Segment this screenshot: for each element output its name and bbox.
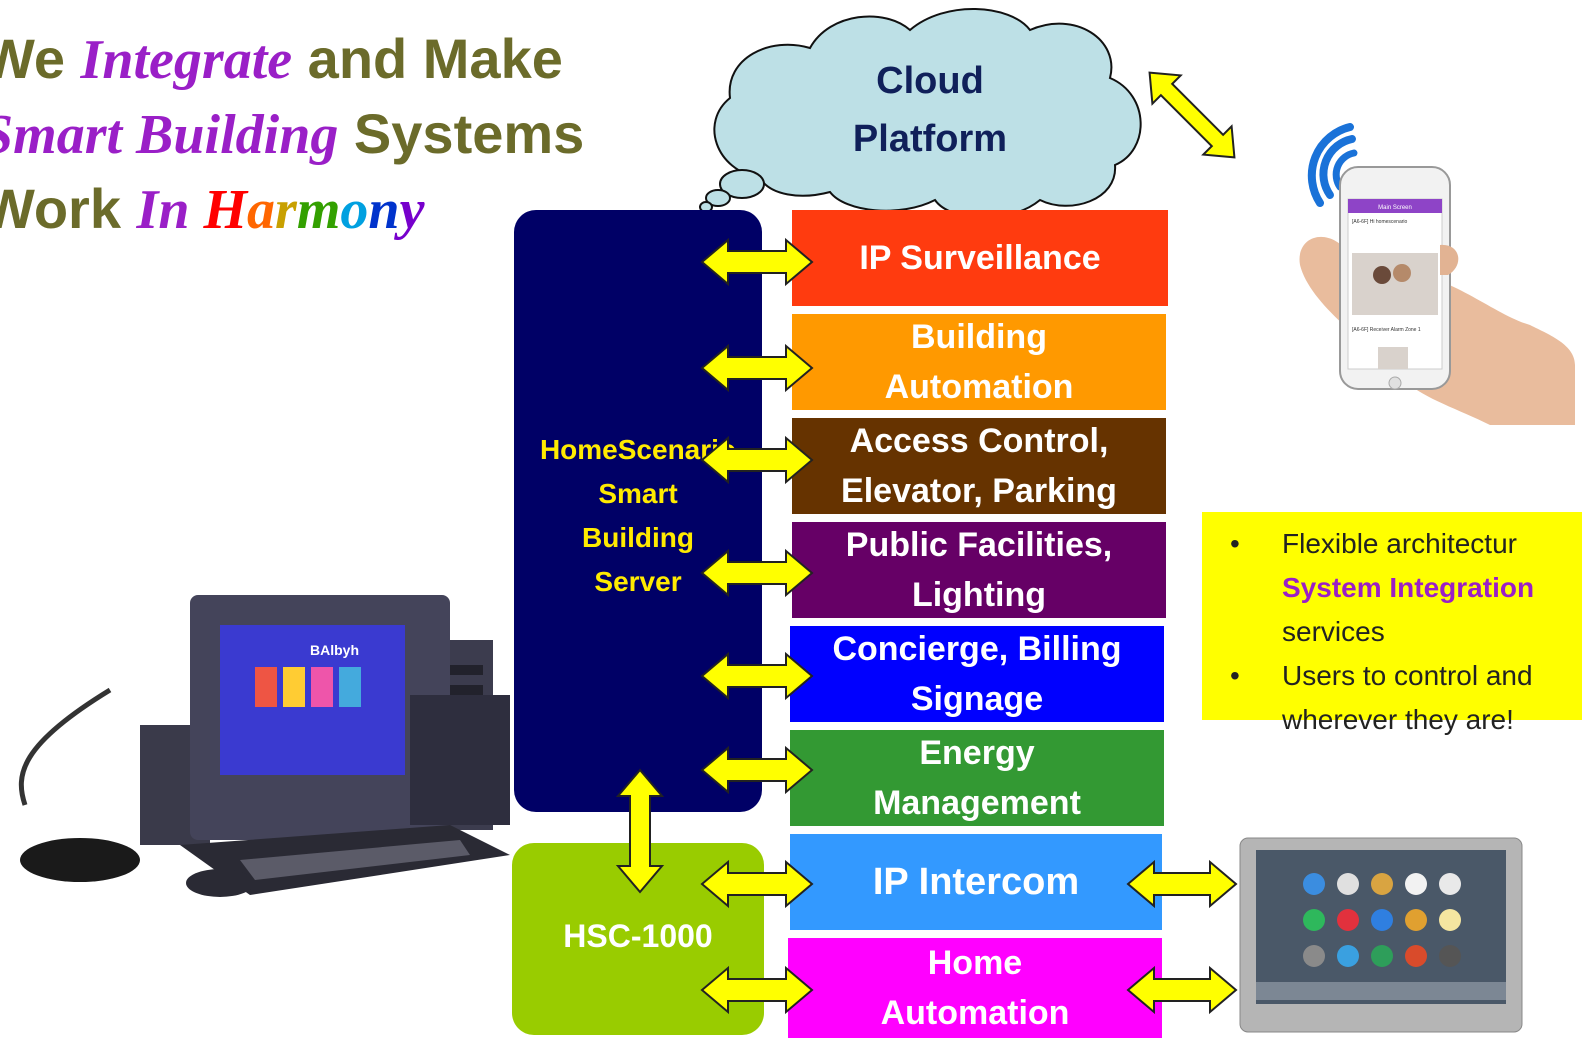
headline: We Integrate and Make Smart Building Sys… [0, 22, 682, 247]
system-label-line-1: Public Facilities, [845, 526, 1113, 564]
tablet-app-icon [1371, 873, 1393, 895]
tablet-app-icon [1371, 909, 1393, 931]
system-access-control: Access Control, Elevator, Parking [792, 418, 1166, 514]
features-note: Flexible architectur System Integration … [1202, 512, 1582, 735]
controller-label: HSC-1000 [563, 918, 713, 954]
headline-line-2: Smart Building Systems [0, 97, 682, 172]
system-label-line-2: Lighting [911, 576, 1047, 614]
system-label-line-1: IP Surveillance [859, 239, 1101, 277]
arrow-cloud-to-phone [1148, 71, 1236, 159]
tablet-app-icon [1405, 909, 1427, 931]
arrow-server-to-system-7 [700, 859, 814, 909]
tablet-app-icon [1371, 945, 1393, 967]
tablet-panel [1239, 837, 1523, 1033]
system-label-line-1: Energy [919, 734, 1035, 772]
system-label-line-1: IP Intercom [872, 861, 1080, 903]
system-label-line-1: Home [927, 944, 1023, 982]
tablet-app-icon [1303, 945, 1325, 967]
arrow-server-to-system-4 [700, 548, 814, 598]
system-label-line-2: Automation [880, 994, 1070, 1032]
system-label-line-2: Automation [884, 368, 1074, 406]
arrow-home-automation-to-tablet [1126, 965, 1238, 1015]
computer-screen-brand: BAlbyh [310, 642, 359, 658]
tablet-app-icon [1439, 873, 1461, 895]
tablet-app-grid [1303, 873, 1461, 967]
arrow-server-to-system-8 [700, 965, 814, 1015]
note-item-1: Flexible architectur System Integration … [1230, 522, 1582, 654]
system-label-line-1: Building [911, 318, 1047, 356]
system-public-facilities: Public Facilities, Lighting [792, 522, 1166, 618]
wifi-icon [1307, 123, 1358, 207]
phone-app-item-1: [A6-6F] Hi homescenario [1352, 219, 1408, 225]
headline-line-3: Work In Harmony [0, 177, 425, 241]
cloud-label: Cloud Platform [852, 60, 1008, 160]
arrow-intercom-to-tablet [1126, 859, 1238, 909]
system-label-line-1: Access Control, [849, 422, 1109, 460]
arrow-server-to-system-6 [700, 745, 814, 795]
server-block [514, 210, 762, 812]
arrow-server-to-system-3 [700, 435, 814, 485]
headline-integrate: Integrate [80, 29, 293, 91]
arrow-server-to-system-2 [700, 343, 814, 393]
system-label-line-2: Signage [910, 680, 1044, 718]
tablet-app-icon [1405, 945, 1427, 967]
headline-line-1: We Integrate and Make [0, 27, 563, 91]
tablet-app-icon [1303, 873, 1325, 895]
system-ip-intercom: IP Intercom [790, 834, 1162, 930]
phone-illustration: Main Screen [A6-6F] Hi homescenario [A6-… [1299, 123, 1575, 425]
tablet-app-icon [1405, 873, 1427, 895]
tablet-app-icon [1439, 945, 1461, 967]
headline-harmony: Harmony [203, 179, 425, 241]
system-label-line-2: Elevator, Parking [841, 472, 1117, 510]
tablet-app-icon [1337, 909, 1359, 931]
system-label-line-1: Concierge, Billing [832, 630, 1122, 668]
note-item-2: Users to control and wherever they are! [1230, 654, 1582, 742]
tablet-app-icon [1439, 909, 1461, 931]
phone-app-item-2: [A6-6F] Receiver Alarm Zone 1 [1352, 327, 1421, 333]
headline-smart-building: Smart Building [0, 104, 339, 166]
desktop-computer: BAlbyh [18, 595, 510, 897]
tablet-app-icon [1303, 909, 1325, 931]
arrow-server-to-system-1 [700, 237, 814, 287]
tablet-app-icon [1337, 945, 1359, 967]
system-ip-surveillance: IP Surveillance [792, 210, 1168, 306]
arrow-server-to-controller [615, 768, 665, 894]
arrow-server-to-system-5 [700, 651, 814, 701]
system-label-line-2: Management [873, 784, 1081, 822]
tablet-app-icon [1337, 873, 1359, 895]
phone-app-header: Main Screen [1378, 205, 1412, 211]
